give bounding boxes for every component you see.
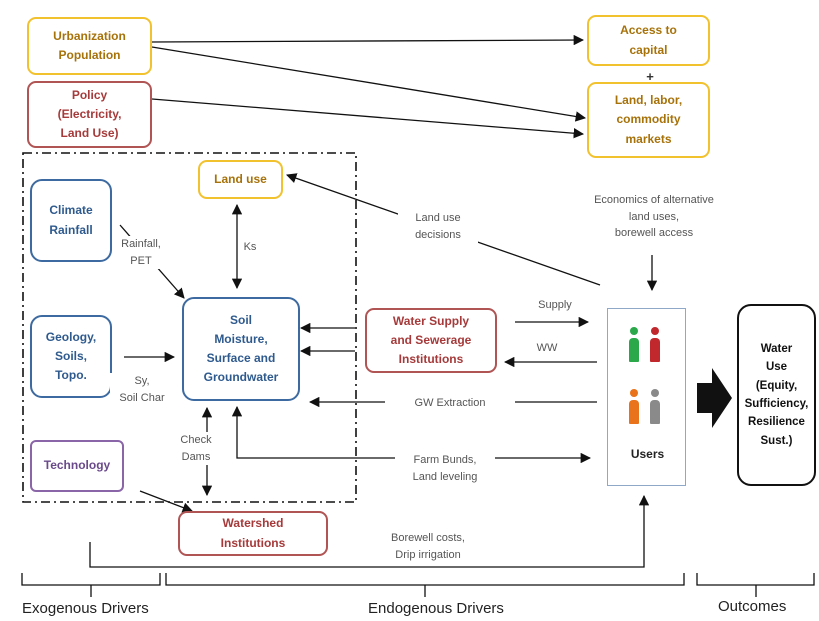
ww-label: WW [536,342,558,354]
economics-label: Economics of alternative land uses, bore… [574,192,734,242]
users-label: Users [630,447,665,461]
supply-label: Supply [538,299,572,311]
climate-rainfall-box: Climate Rainfall [30,179,112,262]
arrow-urban-markets [151,46,587,122]
sy-soil-char-label: Sy, Soil Char [110,373,174,406]
users-box: Users [607,308,686,486]
rainfall-pet-label: Rainfall, PET [112,236,170,269]
gw-extraction-label: GW Extraction [385,395,515,412]
soil-moisture-groundwater-box: Soil Moisture, Surface and Groundwater [182,297,300,401]
check-dams-label: Check Dams [174,432,218,465]
watershed-institutions-box: Watershed Institutions [178,511,328,556]
access-to-capital-box: Access to capital [587,15,710,66]
bracket-exogenous [21,573,161,597]
bracket-outcomes [696,573,815,597]
urbanization-population-box: Urbanization Population [27,17,152,75]
plus-sign: + [646,69,654,84]
arrow-policy-markets [151,98,585,139]
geology-soils-box: Geology, Soils, Topo. [30,315,112,398]
water-supply-sewerage-box: Water Supply and Sewerage Institutions [365,308,497,373]
land-use-box: Land use [198,160,283,199]
borewell-costs-label: Borewell costs, Drip irrigation [368,530,488,563]
ks-label: Ks [240,239,260,256]
land-use-decisions-label: Land use decisions [398,210,478,243]
arrow-urban-capital [151,34,585,46]
farm-bunds-label: Farm Bunds, Land leveling [395,452,495,485]
arrow-tech-watershed [139,490,193,513]
water-use-box: Water Use (Equity, Sufficiency, Resilien… [737,304,816,486]
policy-box: Policy (Electricity, Land Use) [27,81,152,148]
arrow-borewell [89,494,650,568]
exogenous-region-dashed [22,152,357,503]
markets-box: Land, labor, commodity markets [587,82,710,158]
technology-box: Technology [30,440,124,492]
big-output-arrow [697,368,732,428]
arrow-farm-bunds [231,405,592,464]
footer-exogenous-drivers: Exogenous Drivers [22,600,149,617]
bottom-brackets [21,573,815,597]
footer-outcomes: Outcomes [718,598,787,615]
footer-endogenous-drivers: Endogenous Drivers [368,600,504,617]
bracket-endogenous [165,573,685,597]
